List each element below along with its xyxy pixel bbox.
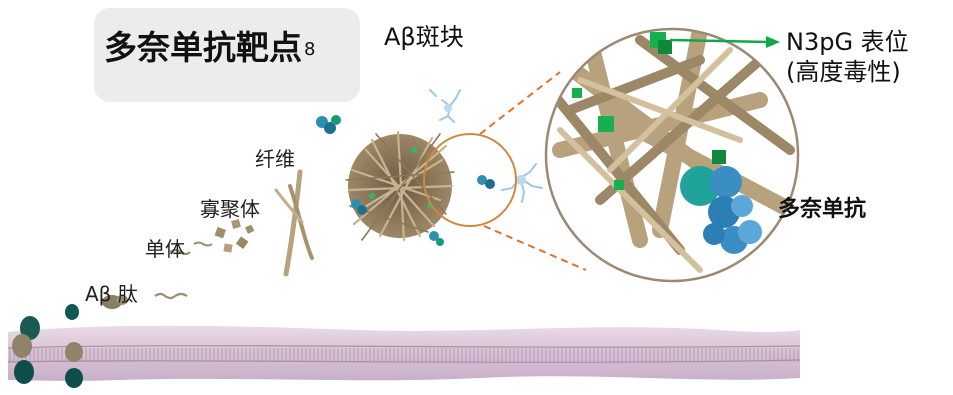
label-fiber: 纤维 — [255, 143, 295, 172]
microglia-right — [502, 164, 542, 202]
zoom-line-bottom — [484, 226, 586, 270]
peptide-strand — [155, 294, 187, 298]
antibody-small-4 — [477, 175, 495, 189]
bubble-superscript: 8 — [304, 39, 315, 60]
membrane-protein-middle — [65, 304, 83, 388]
antibody-small-3 — [429, 231, 444, 246]
fiber-bundle — [276, 172, 312, 274]
bubble-title-text: 多奈单抗靶点 — [104, 28, 302, 67]
monomer-strand-2 — [194, 243, 212, 246]
label-peptide: Aβ 肽 — [85, 278, 138, 307]
label-epitope-line2: (高度毒性) — [786, 57, 909, 87]
label-epitope: N3pG 表位 (高度毒性) — [786, 27, 909, 87]
label-antibody: 多奈单抗 — [778, 191, 866, 223]
label-plaque: Aβ斑块 — [384, 17, 464, 52]
label-oligomer: 寡聚体 — [200, 193, 260, 222]
speech-bubble-tail — [300, 62, 360, 102]
microglia-top — [430, 90, 460, 122]
antibody-small-1 — [316, 115, 341, 134]
label-monomer: 单体 — [145, 233, 185, 262]
cell-membrane — [8, 326, 800, 381]
label-epitope-line1: N3pG 表位 — [786, 27, 909, 57]
oligomer-cluster — [215, 219, 255, 253]
zoom-inset — [546, 29, 798, 281]
zoom-line-top — [480, 72, 560, 134]
